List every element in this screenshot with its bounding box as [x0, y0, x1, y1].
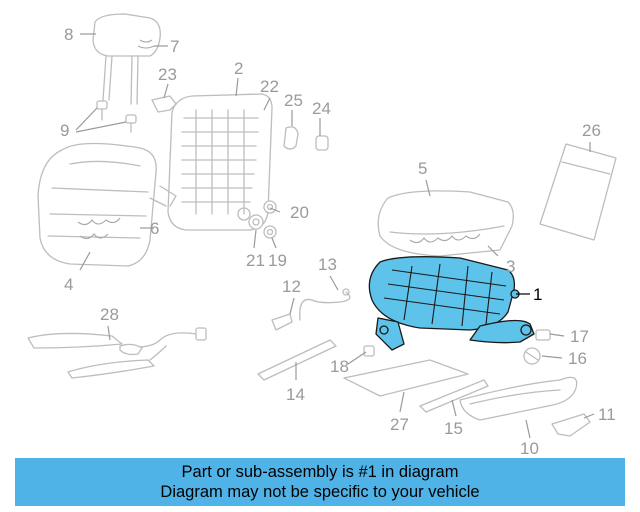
clip-24 [315, 135, 329, 151]
seatback-frame [149, 93, 273, 231]
callout-27: 27 [390, 415, 409, 434]
caption-line-2: Diagram may not be specific to your vehi… [160, 483, 480, 501]
seatback-cover [37, 142, 157, 267]
callout-24: 24 [312, 99, 331, 118]
seat-cushion [377, 190, 514, 257]
callout-23: 23 [158, 65, 177, 84]
callout-26: 26 [582, 121, 601, 140]
caption-line-1: Part or sub-assembly is #1 in diagram [181, 463, 459, 481]
callout-8: 8 [64, 25, 73, 44]
cover-25 [283, 126, 299, 150]
callout-19: 19 [268, 251, 287, 270]
callout-18: 18 [330, 357, 349, 376]
part-17 [535, 329, 551, 341]
callout-21: 21 [246, 251, 265, 270]
side-cover-28 [27, 327, 207, 379]
callout-11: 11 [598, 405, 616, 424]
callout-13: 13 [318, 255, 337, 274]
callout-6: 6 [150, 219, 159, 238]
callout-14: 14 [286, 385, 305, 404]
callout-17: 17 [570, 327, 589, 346]
washers [248, 200, 277, 239]
knob-11 [551, 413, 591, 437]
side-trim-10 [459, 376, 578, 421]
callout-labels: 1 2 3 4 5 6 7 8 9 10 11 12 13 14 15 16 1… [60, 25, 616, 458]
callout-15: 15 [444, 419, 463, 438]
rail-15 [419, 379, 489, 413]
seat-cushion-frame-part-1[interactable] [368, 256, 535, 351]
bracket-23 [151, 95, 177, 113]
cable-13 [299, 288, 351, 321]
headrest-guides [96, 100, 137, 133]
seat-back-panel [539, 143, 617, 241]
callout-1: 1 [533, 285, 542, 304]
callout-10: 10 [520, 439, 539, 458]
diagram-caption-banner: Part or sub-assembly is #1 in diagram Di… [15, 458, 625, 506]
callout-20: 20 [290, 203, 309, 222]
callout-12: 12 [282, 277, 301, 296]
callout-25: 25 [284, 91, 303, 110]
plate-27 [343, 359, 469, 397]
leader-lines [75, 33, 595, 439]
callout-4: 4 [64, 275, 73, 294]
callout-22: 22 [260, 77, 279, 96]
callout-3: 3 [506, 257, 515, 276]
part-12 [271, 313, 293, 331]
callout-28: 28 [100, 305, 119, 324]
callout-5: 5 [418, 159, 427, 178]
headrest [92, 13, 161, 105]
callout-9: 9 [60, 121, 69, 140]
bolt-18 [363, 345, 375, 357]
rail-14 [257, 339, 337, 381]
callout-7: 7 [170, 37, 179, 56]
callout-2: 2 [234, 59, 243, 78]
switch-16 [523, 347, 541, 365]
callout-16: 16 [568, 349, 587, 368]
